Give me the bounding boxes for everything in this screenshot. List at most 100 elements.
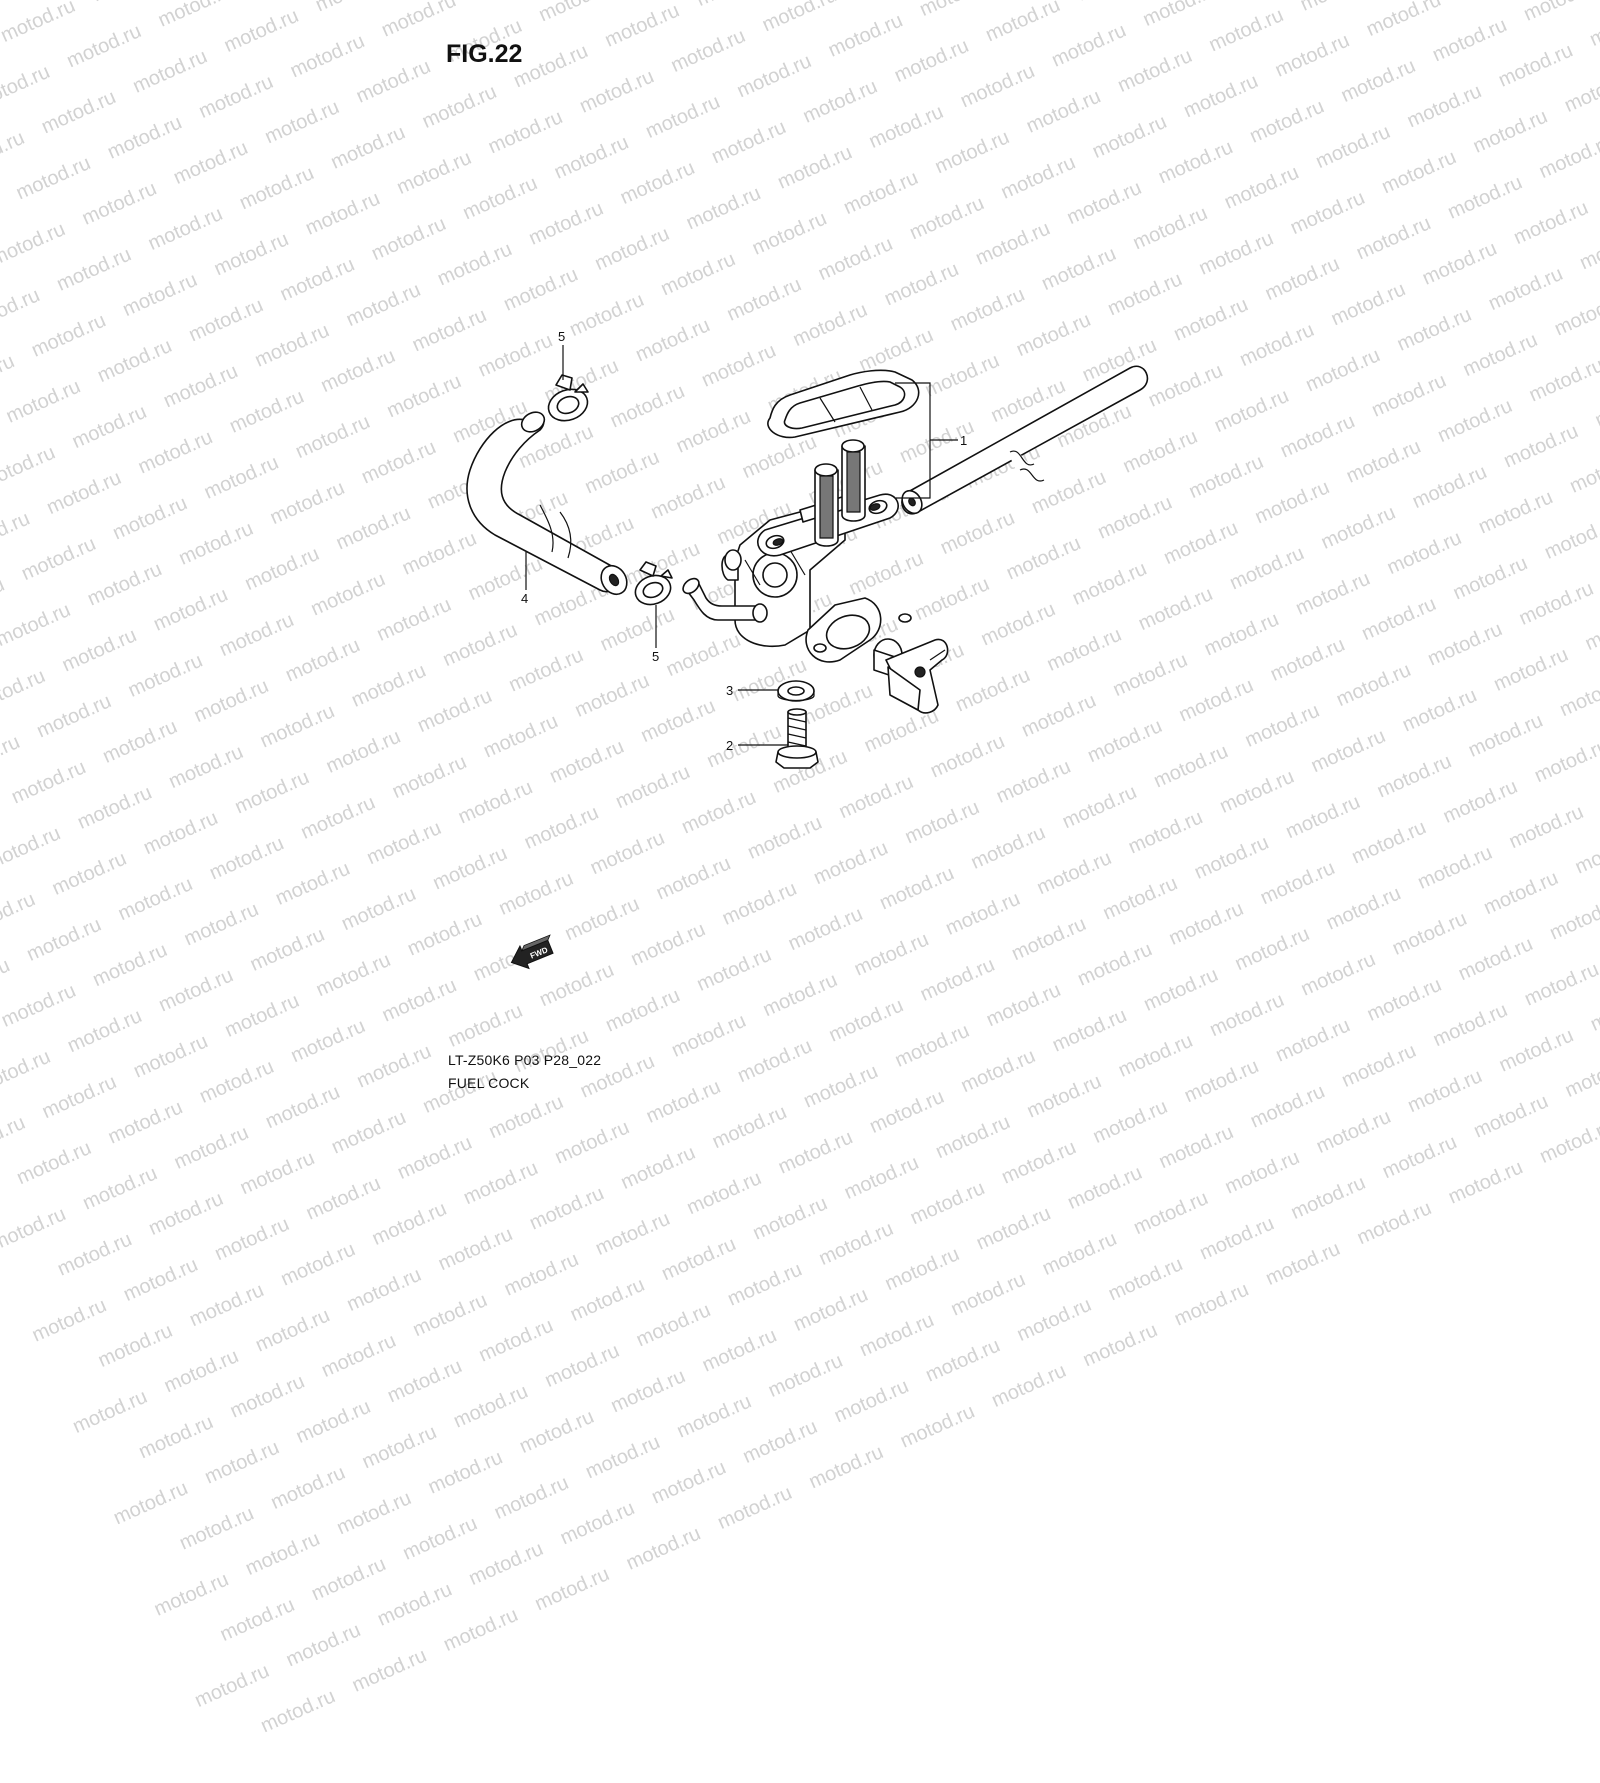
- watermark-text: motod.ru: [135, 1411, 217, 1464]
- watermark-text: motod.ru: [28, 1294, 110, 1347]
- callout-1: 1: [960, 433, 967, 448]
- watermark-text: motod.ru: [714, 1481, 796, 1534]
- drawing-name: FUEL COCK: [448, 1075, 530, 1091]
- figure-title: FIG.22: [446, 40, 523, 68]
- watermark-text: motod.ru: [805, 1441, 887, 1494]
- watermark-text: motod.ru: [698, 1324, 781, 1377]
- watermark-text: motod.ru: [1013, 1293, 1095, 1346]
- callout-5-lower: 5: [652, 649, 659, 664]
- leader-lines: [525, 345, 788, 746]
- watermark-text: motod.ru: [790, 1283, 872, 1336]
- watermark-text: motod.ru: [531, 1563, 613, 1616]
- callout-5-upper: 5: [558, 329, 565, 344]
- watermark-text: motod.ru: [724, 1258, 806, 1311]
- watermark-text: motod.ru: [1353, 1197, 1435, 1250]
- callout-4: 4: [521, 591, 528, 606]
- part-washer: [777, 680, 815, 702]
- watermark-text: motod.ru: [490, 1471, 572, 1524]
- watermark-text: motod.ru: [69, 1385, 151, 1438]
- watermark-text: motod.ru: [308, 1553, 390, 1606]
- watermark-text: motod.ru: [749, 1192, 831, 1245]
- watermark-text: motod.ru: [333, 1487, 415, 1540]
- watermark-text: motod.ru: [201, 1436, 283, 1489]
- watermark-text: motod.ru: [881, 1243, 963, 1296]
- watermark-text: motod.ru: [856, 1309, 938, 1362]
- watermark-text: motod.ru: [475, 1314, 557, 1367]
- watermark-text: motod.ru: [1171, 1278, 1253, 1331]
- part-bolt: [775, 708, 819, 769]
- callout-3: 3: [726, 683, 733, 698]
- watermark-text: motod.ru: [1079, 1319, 1161, 1372]
- gasket: [767, 369, 920, 439]
- part-clamp-upper: [547, 374, 589, 422]
- watermark-text: motod.ru: [120, 1253, 202, 1306]
- watermark-text: motod.ru: [150, 1568, 232, 1621]
- fwd-arrow-icon: FWD: [510, 934, 554, 970]
- part-clamp-lower: [634, 561, 673, 606]
- watermark-text: motod.ru: [252, 1304, 334, 1357]
- watermark-text: motod.ru: [973, 1202, 1055, 1255]
- watermark-text: motod.ru: [292, 1395, 374, 1448]
- watermark-text: motod.ru: [922, 1334, 1004, 1387]
- watermark-text: motod.ru: [556, 1497, 638, 1550]
- exploded-parts-diagram: 5 4 5 1 3 2 FWD: [466, 329, 1149, 970]
- watermark-text: motod.ru: [368, 1197, 450, 1250]
- watermark-text: motod.ru: [622, 1522, 705, 1575]
- watermark-text: motod.ru: [399, 1512, 481, 1565]
- watermark-text: motod.ru: [947, 1268, 1029, 1321]
- watermark-text: motod.ru: [409, 1289, 491, 1342]
- watermark-text: motod.ru: [0, 1203, 70, 1256]
- watermark-text: motod.ru: [54, 1228, 136, 1281]
- watermark-text: motod.ru: [191, 1659, 273, 1712]
- watermark-text: motod.ru: [897, 1400, 979, 1453]
- drawing-code: LT-Z50K6 P03 P28_022: [448, 1052, 602, 1068]
- watermark-text: motod.ru: [764, 1349, 847, 1402]
- watermark-text: motod.ru: [1262, 1237, 1344, 1290]
- watermark-text: motod.ru: [988, 1359, 1070, 1412]
- watermark-text: motod.ru: [440, 1603, 522, 1656]
- watermark-text: motod.ru: [592, 1207, 674, 1260]
- screen-tubes: [814, 439, 866, 547]
- watermark-text: motod.ru: [348, 1644, 430, 1697]
- watermark-text: motod.ru: [815, 1217, 897, 1270]
- watermark-text: motod.ru: [384, 1355, 466, 1408]
- watermark-text: motod.ru: [632, 1299, 715, 1352]
- watermark-text: motod.ru: [318, 1329, 400, 1382]
- lever-knob: [885, 638, 949, 714]
- watermark-text: motod.ru: [434, 1223, 516, 1276]
- watermark-text: motod.ru: [282, 1619, 364, 1672]
- callout-2: 2: [726, 738, 733, 753]
- watermark-text: motod.ru: [830, 1375, 913, 1428]
- watermark-text: motod.ru: [607, 1365, 689, 1418]
- watermark-text: motod.ru: [1196, 1212, 1278, 1265]
- watermark-text: motod.ru: [186, 1279, 268, 1332]
- watermark-text: motod.ru: [358, 1421, 440, 1474]
- watermark-text: motod.ru: [541, 1339, 623, 1392]
- watermark-text: motod.ru: [500, 1248, 582, 1301]
- watermark-text: motod.ru: [424, 1446, 506, 1499]
- watermark-text: motod.ru: [1039, 1227, 1121, 1280]
- part-hose: [466, 411, 628, 596]
- watermark-text: motod.ru: [160, 1345, 242, 1398]
- watermark-text: motod.ru: [582, 1431, 664, 1484]
- watermark-text: motod.ru: [267, 1461, 349, 1514]
- watermark-text: motod.ru: [277, 1238, 359, 1291]
- watermark-text: motod.ru: [465, 1537, 547, 1590]
- watermark-text: motod.ru: [450, 1380, 532, 1433]
- watermark-text: motod.ru: [673, 1390, 755, 1443]
- watermark-text: motod.ru: [648, 1456, 730, 1509]
- part-straight-hose: [901, 365, 1149, 515]
- watermark-text: motod.ru: [226, 1370, 308, 1423]
- watermark-text: motod.ru: [566, 1273, 648, 1326]
- watermark-text: motod.ru: [343, 1263, 425, 1316]
- watermark-text: motod.ru: [374, 1578, 456, 1631]
- watermark-text: motod.ru: [739, 1415, 821, 1468]
- watermark-text: motod.ru: [516, 1405, 598, 1458]
- watermark-text: motod.ru: [257, 1685, 339, 1738]
- watermark-text: motod.ru: [216, 1593, 298, 1646]
- callouts: 5 4 5 1 3 2: [521, 329, 967, 753]
- part-fuel-cock-assembly: [682, 369, 958, 714]
- watermark-text: motod.ru: [658, 1233, 740, 1286]
- watermark-text: motod.ru: [110, 1477, 192, 1530]
- watermark-text: motod.ru: [242, 1527, 324, 1580]
